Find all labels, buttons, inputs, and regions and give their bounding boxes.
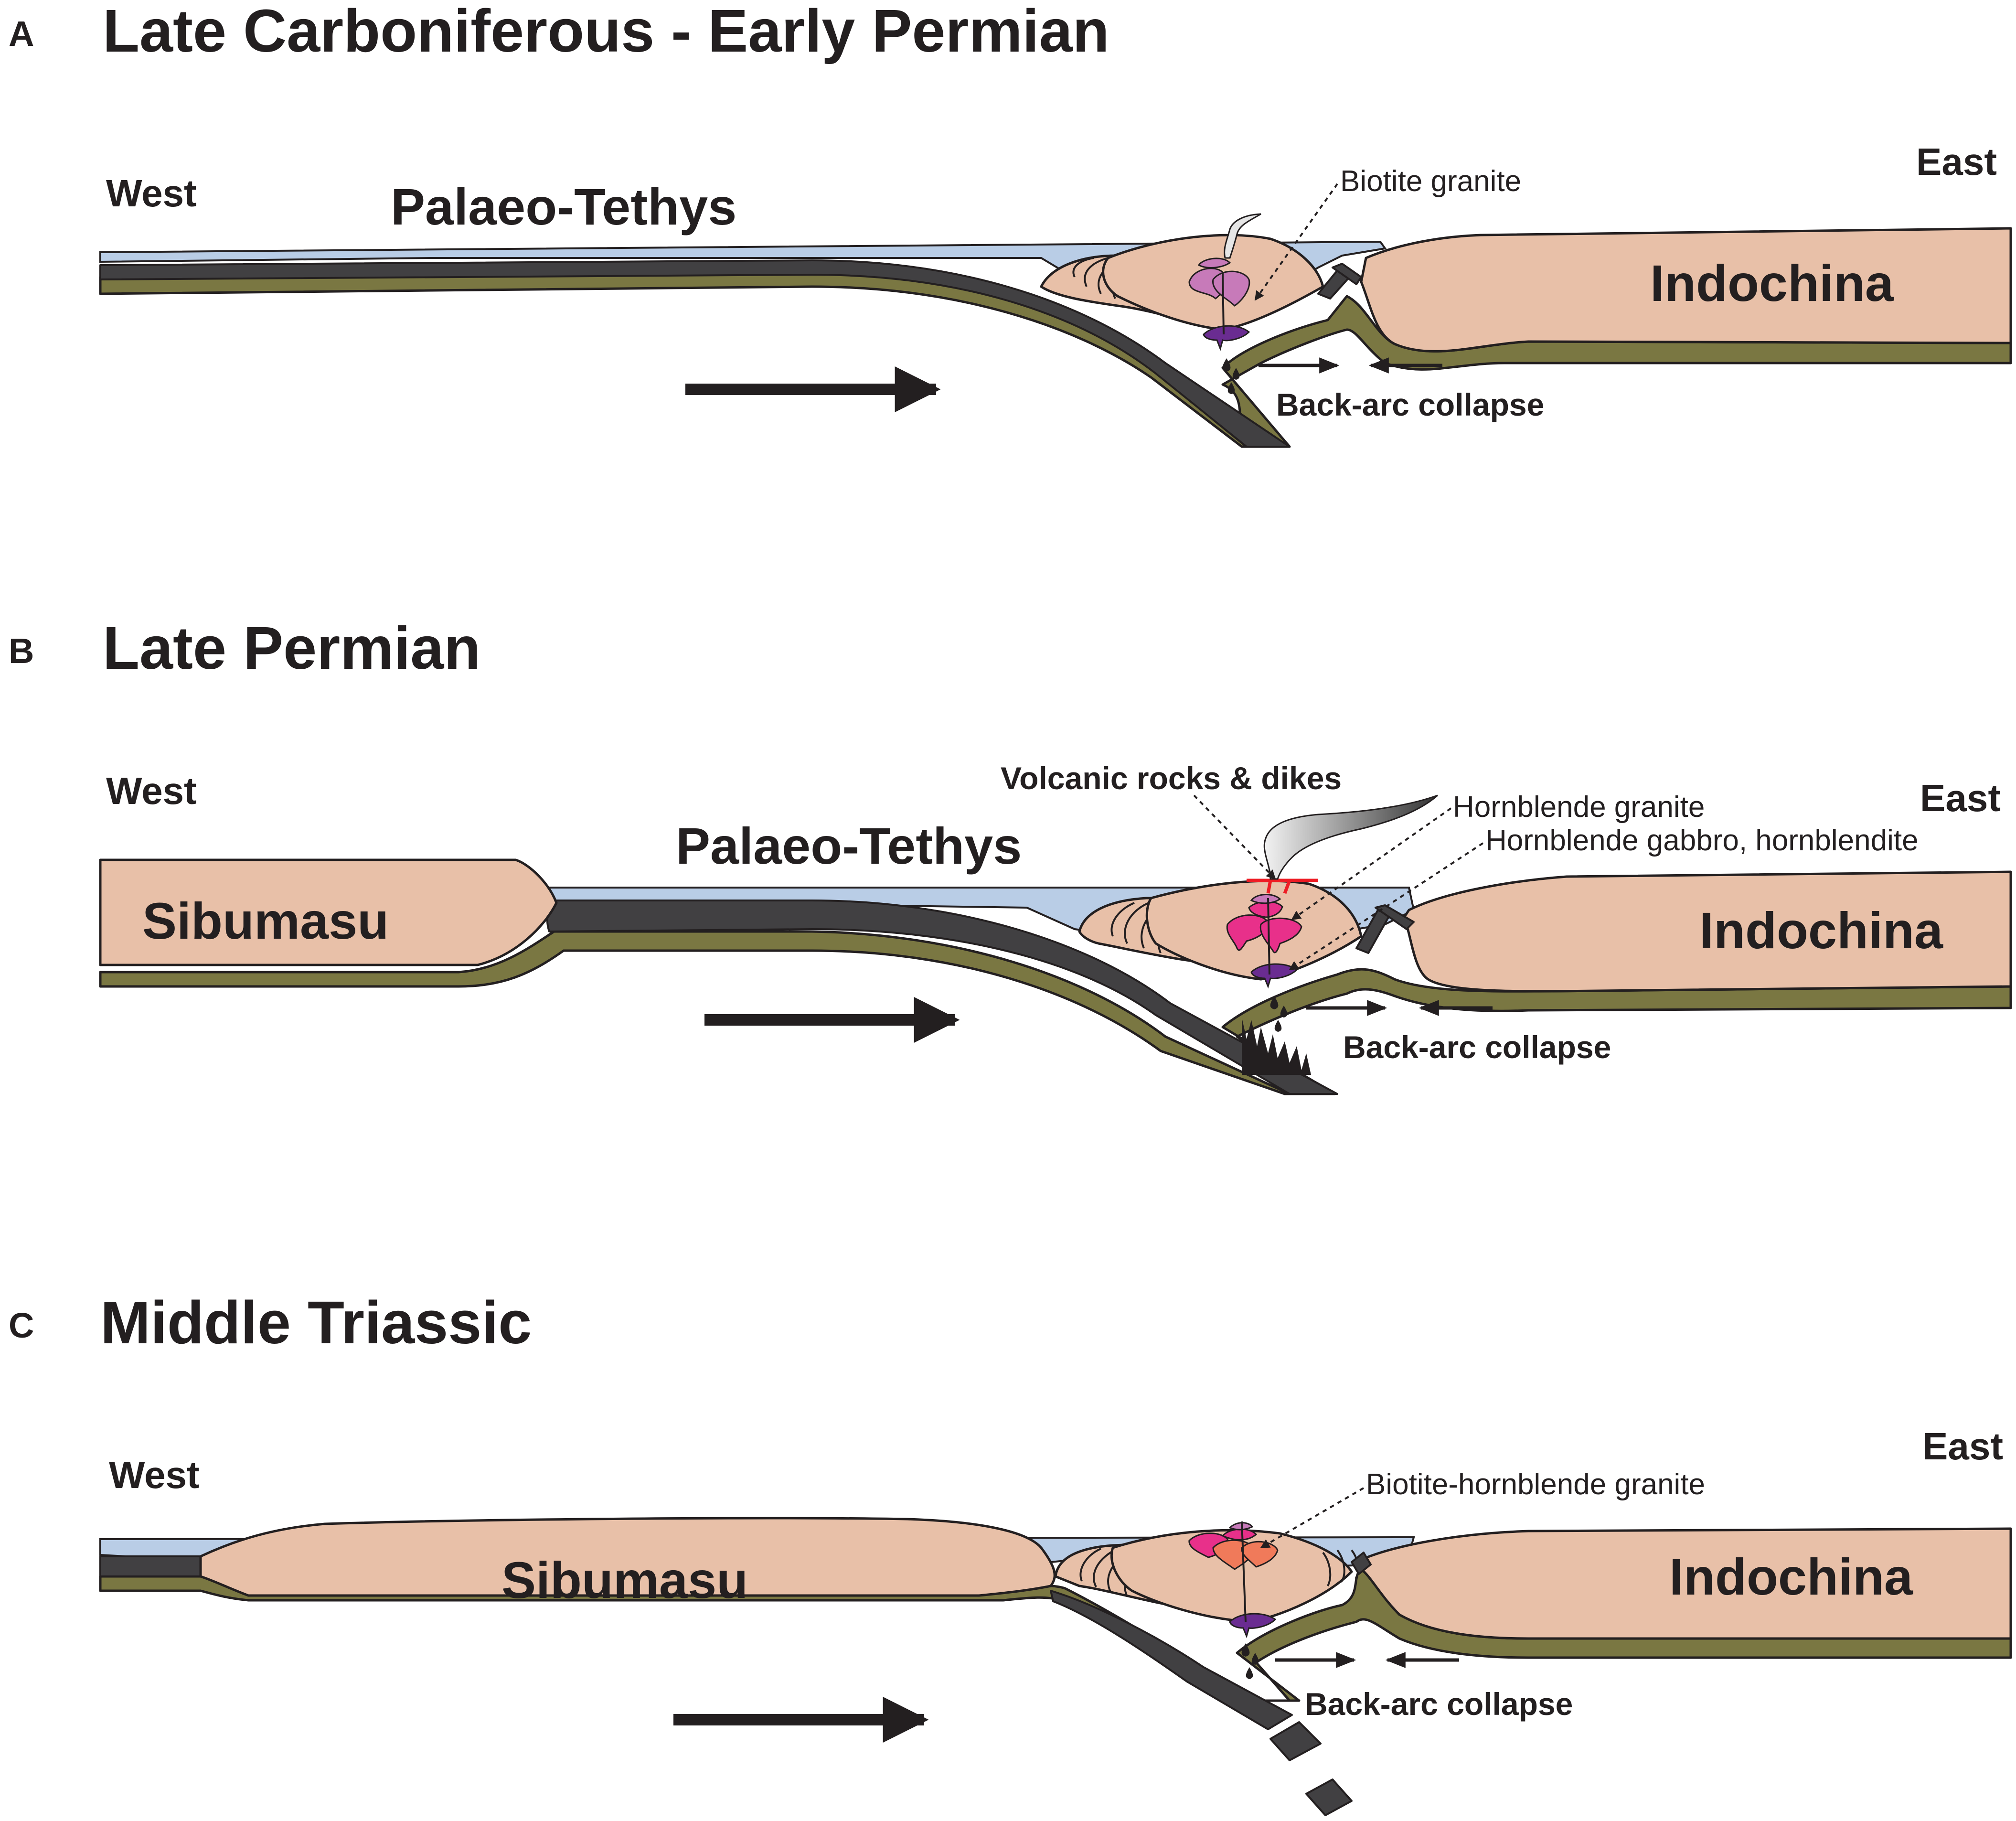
biotite-granite-cap: [1250, 894, 1281, 904]
melt-drops: [1270, 996, 1288, 1032]
gabbro-label: Hornblende gabbro, hornblendite: [1485, 824, 1919, 857]
suture-fault: [1351, 1552, 1372, 1575]
west-label: West: [106, 172, 197, 214]
indochina-label: Indochina: [1699, 901, 1943, 959]
detached-slab-1: [1269, 1721, 1322, 1761]
sibumasu-crust: [99, 858, 558, 966]
slab-melting-zone: [1242, 1018, 1311, 1075]
indochina-crust: [1360, 1527, 2012, 1640]
back-arc-fault-2: [1332, 263, 1362, 285]
back-arc-fault-2: [1375, 904, 1415, 930]
panel-c: C Middle Triassic West East: [9, 1289, 2012, 1816]
panel-b: B Late Permian West East: [9, 614, 2012, 1095]
west-label: West: [109, 1454, 200, 1496]
east-label: East: [1922, 1425, 2003, 1468]
left-oceanic-crust: [99, 1555, 202, 1577]
panel-a: A Late Carboniferous - Early Permian Wes…: [9, 0, 2012, 448]
panel-letter: B: [9, 631, 34, 671]
feeder-dike: [1241, 1521, 1247, 1622]
indochina-crust: [1360, 227, 2012, 353]
detached-slab-2: [1305, 1778, 1353, 1816]
panel-letter: C: [9, 1306, 34, 1345]
back-arc-collapse-label: Back-arc collapse: [1343, 1029, 1611, 1065]
ocean-label: Palaeo-Tethys: [391, 178, 736, 236]
back-arc-collapse-label: Back-arc collapse: [1276, 387, 1544, 422]
granite-leader: [1260, 1487, 1365, 1549]
melt-drops: [1222, 358, 1240, 394]
gabbro-leader: [1289, 842, 1484, 971]
indochina-crust: [1403, 870, 2012, 993]
back-arc-collapse-label: Back-arc collapse: [1305, 1686, 1573, 1722]
volcanic-leader: [1193, 794, 1276, 880]
sibumasu-label: Sibumasu: [142, 892, 389, 950]
panel-letter: A: [9, 14, 34, 54]
east-label: East: [1916, 140, 1997, 183]
indochina-label: Indochina: [1650, 254, 1894, 312]
panel-title: Late Permian: [103, 614, 480, 682]
hornblende-granite-label: Hornblende granite: [1453, 791, 1705, 824]
biotite-granite-label: Biotite granite: [1340, 165, 1521, 198]
feeder-dike: [1267, 898, 1270, 975]
hornblende-granite-body: [1226, 900, 1302, 953]
panel-title: Late Carboniferous - Early Permian: [103, 0, 1109, 64]
feeder-dike: [1222, 272, 1225, 335]
subducting-oceanic-crust: [99, 259, 1291, 448]
gabbro-body: [1203, 325, 1250, 351]
gabbro-body: [1229, 1613, 1277, 1639]
volcanic-rocks-label: Volcanic rocks & dikes: [1001, 761, 1342, 796]
volcanic-dikes: [1247, 878, 1318, 894]
granite-leader: [1254, 183, 1338, 301]
melt-drops: [1241, 1643, 1259, 1679]
panel-title: Middle Triassic: [100, 1289, 532, 1356]
west-label: West: [106, 770, 197, 812]
biotite-hornblende-granite-label: Biotite-hornblende granite: [1366, 1468, 1705, 1501]
volcanic-plume: [1263, 794, 1438, 880]
gabbro-body: [1250, 963, 1298, 989]
sibumasu-label: Sibumasu: [501, 1551, 748, 1609]
indochina-label: Indochina: [1669, 1548, 1913, 1606]
ocean-label: Palaeo-Tethys: [676, 817, 1022, 875]
granite-leader: [1291, 807, 1452, 921]
east-label: East: [1920, 777, 2001, 819]
subducting-oceanic-crust: [1050, 1590, 1293, 1730]
volcanic-plume: [1224, 213, 1261, 259]
sibumasu-crust: [199, 1517, 1056, 1597]
